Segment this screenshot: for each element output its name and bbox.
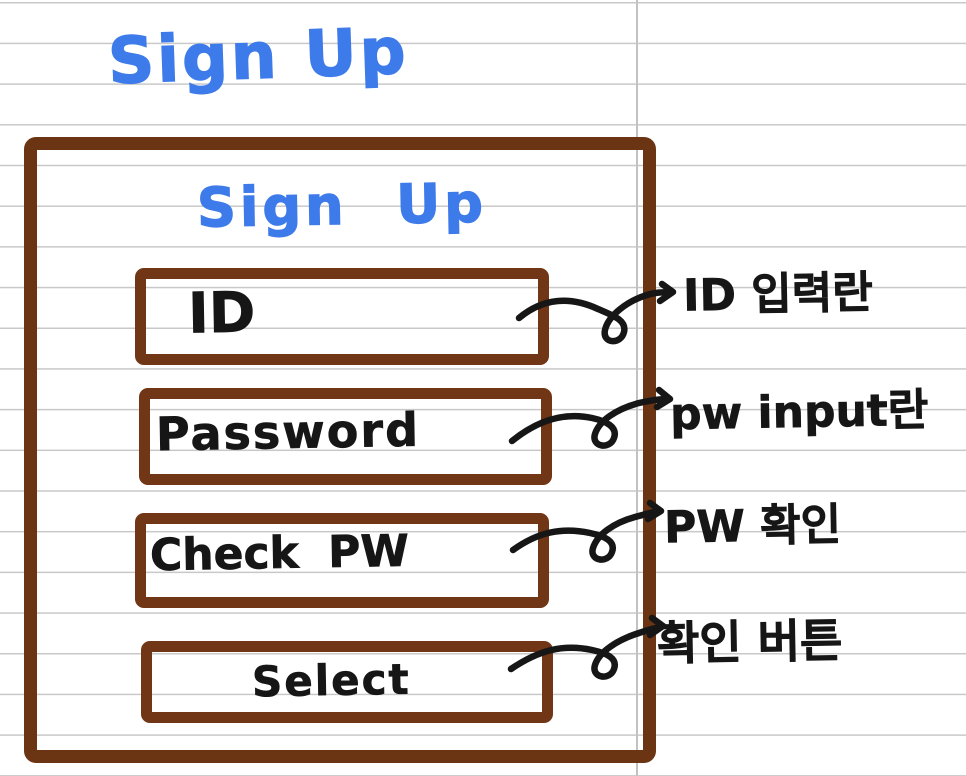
id-input-box: ID (135, 268, 549, 365)
arrowhead-id-icon (656, 280, 677, 305)
password-input-label: Password (155, 402, 421, 462)
form-heading: Sign Up (196, 171, 488, 240)
annotation-pw-input-field: pw input란 (669, 384, 929, 441)
annotation-id-input-field: ID 입력란 (682, 267, 874, 322)
id-input-label: ID (187, 280, 256, 347)
check-password-input-box: Check PW (135, 513, 549, 608)
annotation-confirm-button: 확인 버튼 (656, 613, 843, 671)
select-button-label: Select (251, 654, 412, 707)
page-title: Sign Up (106, 14, 410, 100)
arrowhead-pw-icon (653, 386, 674, 411)
select-button-box: Select (141, 641, 553, 723)
signup-form-frame: Sign Up ID Password Check PW Select (24, 137, 656, 763)
password-input-box: Password (139, 388, 552, 485)
margin-vertical-line (636, 0, 638, 776)
check-password-input-label: Check PW (149, 525, 410, 582)
annotation-pw-check: PW 확인 (663, 499, 842, 554)
